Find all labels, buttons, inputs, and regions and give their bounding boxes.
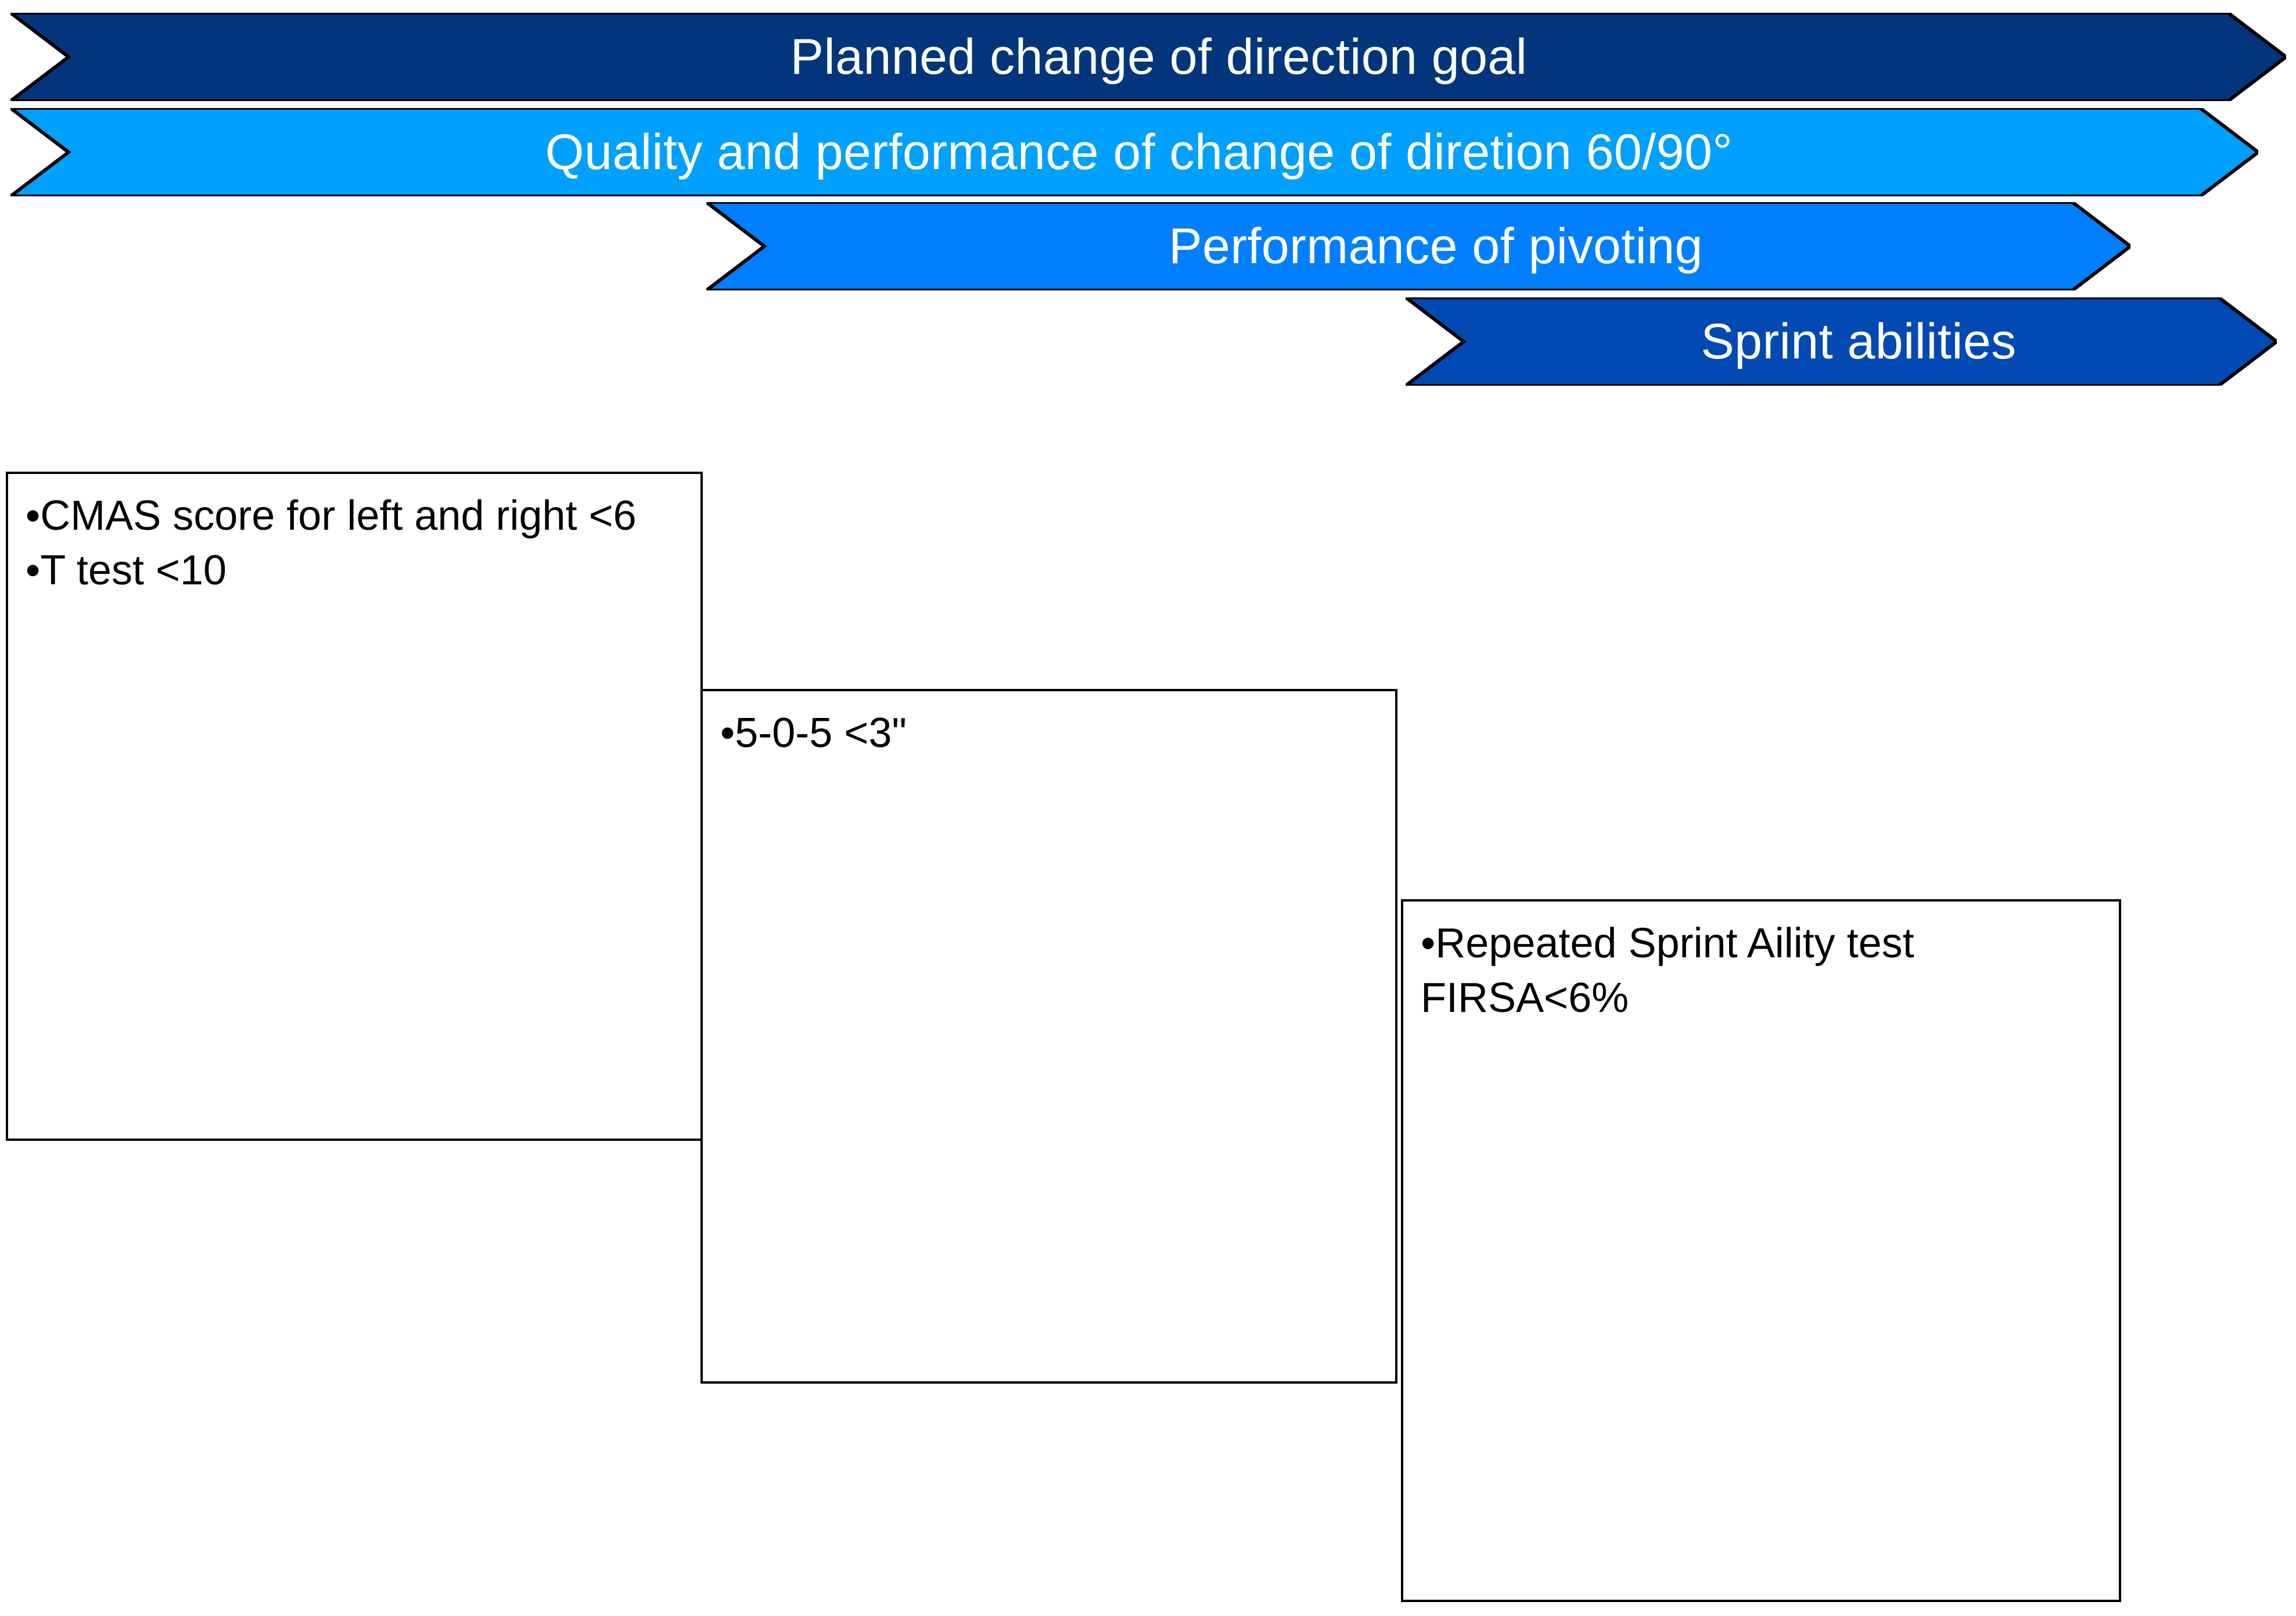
chevron-band-sprint-abilities[interactable]: Sprint abilities xyxy=(1406,297,2277,386)
note-box-1-text: •CMAS score for left and right <6 •T tes… xyxy=(26,493,637,594)
chevron-band-quality-and-performance[interactable]: Quality and performance of change of dir… xyxy=(10,108,2258,196)
chevron-shape-4 xyxy=(1406,297,2277,386)
chevron-shape-3 xyxy=(706,202,2130,290)
chevron-shape-2 xyxy=(10,108,2258,196)
note-box-criteria-pivoting[interactable]: •5-0-5 <3" xyxy=(700,689,1397,1384)
note-box-2-text: •5-0-5 <3" xyxy=(720,710,907,756)
note-box-3-text: •Repeated Sprint Aility test FIRSA<6% xyxy=(1421,920,1926,1021)
note-box-criteria-change-of-direction[interactable]: •CMAS score for left and right <6 •T tes… xyxy=(6,472,703,1141)
chevron-band-performance-of-pivoting[interactable]: Performance of pivoting xyxy=(706,202,2130,290)
chevron-shape-1 xyxy=(10,13,2286,101)
chevron-band-planned-change-of-direction-goal[interactable]: Planned change of direction goal xyxy=(10,13,2286,101)
note-box-criteria-sprint[interactable]: •Repeated Sprint Aility test FIRSA<6% xyxy=(1401,899,2121,1602)
